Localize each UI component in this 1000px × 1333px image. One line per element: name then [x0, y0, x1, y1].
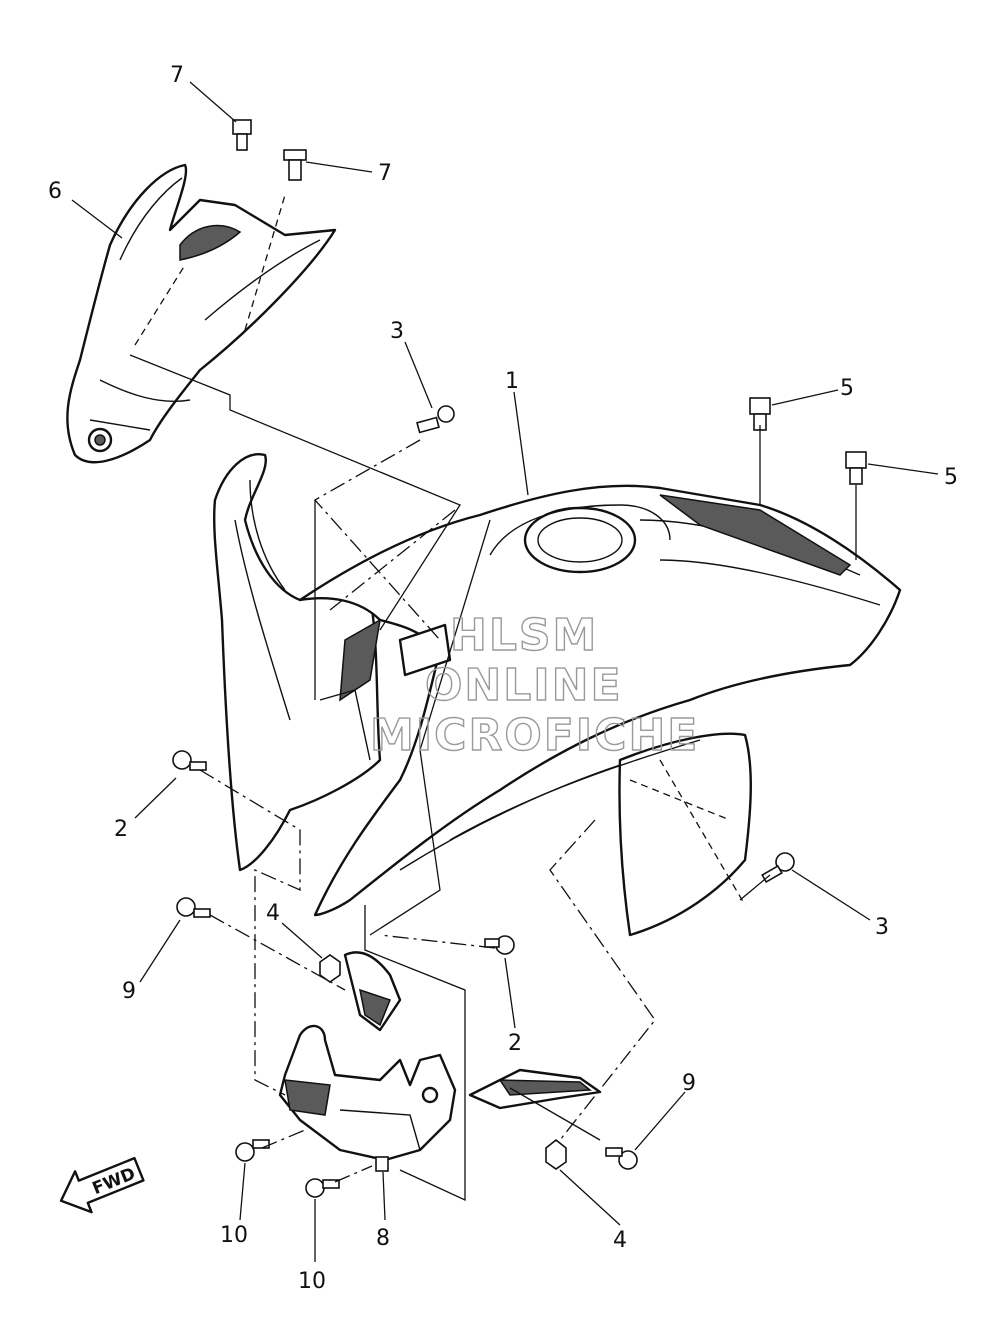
callout-5a: 5 [840, 376, 854, 401]
fastener-7a-clip [232, 119, 252, 151]
callout-3a: 3 [390, 319, 404, 344]
callout-9b: 9 [682, 1071, 696, 1096]
fastener-7b-clip [283, 149, 307, 181]
callout-9a: 9 [122, 979, 136, 1004]
fastener-10b-bolt [305, 1178, 340, 1198]
callout-5b: 5 [944, 465, 958, 490]
callout-4a: 4 [266, 901, 280, 926]
fastener-2a-bolt [172, 750, 207, 771]
callout-7a: 7 [170, 63, 184, 88]
fastener-9a-bolt [176, 897, 211, 918]
callout-2b: 2 [508, 1031, 522, 1056]
fastener-10a-bolt [235, 1139, 270, 1162]
fastener-5b-bolt [845, 451, 867, 485]
callout-7b: 7 [378, 161, 392, 186]
fastener-8-collar [375, 1156, 389, 1172]
assembly-guide-lines [129, 354, 857, 1202]
fastener-9b-bolt [605, 1147, 638, 1170]
watermark: HLSM ONLINE MICROFICHE [369, 609, 699, 761]
front-fender-part [212, 453, 902, 937]
headlight-cover-part [66, 163, 337, 464]
bracket-part [278, 951, 602, 1162]
callout-10b: 10 [298, 1269, 326, 1294]
watermark-line-3: MICROFICHE [370, 710, 699, 761]
fastener-4a-nut [319, 954, 341, 983]
fastener-5a-bolt [749, 397, 771, 431]
callout-3b: 3 [875, 915, 889, 940]
watermark-line-2: ONLINE [425, 660, 623, 711]
callout-8: 8 [376, 1226, 390, 1251]
fastener-4b-nut [545, 1138, 567, 1170]
forward-direction-arrow: FWD [59, 1156, 145, 1214]
callout-2a: 2 [114, 817, 128, 842]
fastener-2b-bolt [484, 935, 515, 955]
callout-6: 6 [48, 179, 62, 204]
callout-10a: 10 [220, 1223, 248, 1248]
callout-1: 1 [505, 369, 519, 394]
fastener-3a-screw [416, 405, 455, 434]
callout-leaders [71, 81, 939, 1262]
callout-4b: 4 [613, 1228, 627, 1253]
watermark-line-1: HLSM [450, 610, 598, 661]
